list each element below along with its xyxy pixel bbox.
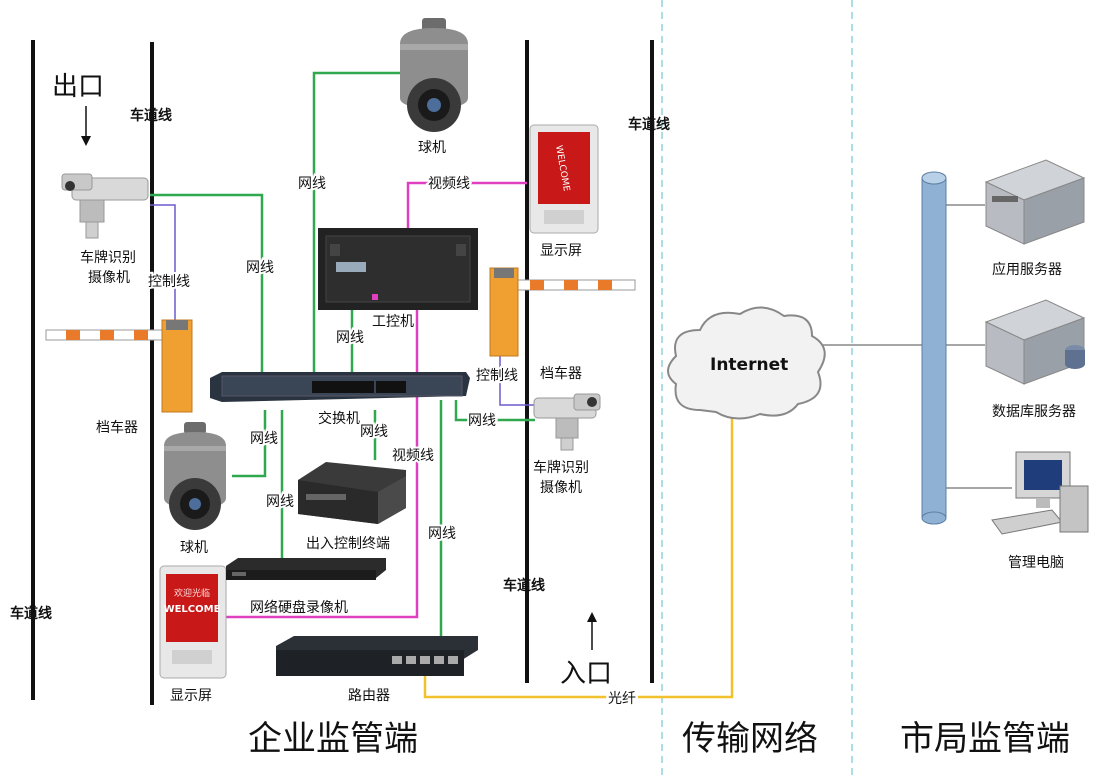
cable-label-net-nvr: 网线 [266,494,294,510]
ptz-top-label: 球机 [418,140,446,156]
lpr-camera-left-icon [61,173,149,239]
db-server-label: 数据库服务器 [992,404,1076,420]
network-switch-icon [210,372,470,402]
network-cables [150,71,535,640]
access-terminal-label: 出入控制终端 [306,536,390,552]
cable-label-net-ptz-bottom: 网线 [250,431,278,447]
ipc-label: 工控机 [372,314,414,330]
ptz-camera-top-icon [400,18,468,132]
ptz-camera-bottom-icon [164,422,226,530]
ptz-bottom-label: 球机 [180,540,208,556]
admin-pc-icon [991,451,1089,535]
admin-pc-label: 管理电脑 [1008,555,1064,571]
nvr-icon [226,558,386,580]
display-screen-bottom-icon [159,565,227,679]
cable-ptz-bottom [232,410,267,478]
app-server-icon [984,159,1086,245]
router-label: 路由器 [348,688,390,704]
cable-label-net-router: 网线 [428,526,456,542]
cable-label-control-right: 控制线 [476,368,518,384]
cable-label-fiber: 光纤 [608,691,636,707]
internet-label: Internet [710,355,788,375]
display-bottom-label: 显示屏 [170,688,212,704]
switch-label: 交换机 [318,410,360,427]
lpr-left-label-1: 车牌识别 [80,249,136,266]
lane-label-left-bottom: 车道线 [10,605,52,622]
barrier-gate-right-icon [489,267,636,357]
cable-label-video-bottom: 视频线 [392,448,434,464]
entrance-label: 入口 [560,659,612,689]
zone-title-enterprise: 企业监管端 [248,719,418,759]
router-icon [276,636,478,676]
cable-ptz-top [312,71,404,375]
database-server-icon [984,299,1086,385]
zone-title-transmission: 传输网络 [682,719,818,759]
lpr-right-label-2: 摄像机 [540,480,582,496]
cable-label-net-lpr-left: 网线 [246,260,274,276]
barrier-right-label: 档车器 [540,365,582,382]
lpr-left-label-2: 摄像机 [88,270,130,286]
app-server-label: 应用服务器 [992,261,1062,278]
cable-label-net-lpr-right: 网线 [468,413,496,429]
cable-video-bottom [222,305,419,619]
cable-lpr-right [454,400,535,422]
barrier-gate-left-icon [45,319,193,413]
lane-label-right: 车道线 [628,116,670,133]
exit-label: 出口 [52,72,104,102]
lpr-camera-right-icon [533,393,601,451]
display-screen-top-icon [529,124,599,234]
cable-control-right [499,355,545,406]
cable-label-video-top: 视频线 [428,176,470,192]
display-top-label: 显示屏 [540,243,582,259]
industrial-pc-icon [318,228,478,310]
entrance-arrow-icon [587,612,597,650]
nvr-label: 网络硬盘录像机 [250,599,348,616]
cable-label-net-terminal: 网线 [360,424,388,440]
zone-title-city: 市局监管端 [900,719,1070,759]
control-cables [150,204,545,406]
cable-label-control-left: 控制线 [148,274,190,290]
cable-label-net-ipc: 网线 [336,330,364,346]
cable-fiber [423,415,734,699]
lane-label-mid: 车道线 [503,577,545,594]
access-terminal-icon [298,462,406,524]
cable-label-net-ptz-top: 网线 [298,176,326,192]
lpr-right-label-1: 车牌识别 [533,459,589,476]
backbone-bus-icon [921,171,947,525]
cable-control-left [150,204,176,322]
exit-arrow-icon [81,106,91,146]
lane-label-left-top: 车道线 [130,107,172,124]
display-welcome-cn-bottom: 欢迎光临 [174,587,210,599]
internet-cloud-icon [667,306,826,420]
barrier-left-label: 档车器 [96,419,138,436]
display-welcome-bottom: WELCOME [164,604,221,615]
cable-lpr-left [150,193,264,375]
